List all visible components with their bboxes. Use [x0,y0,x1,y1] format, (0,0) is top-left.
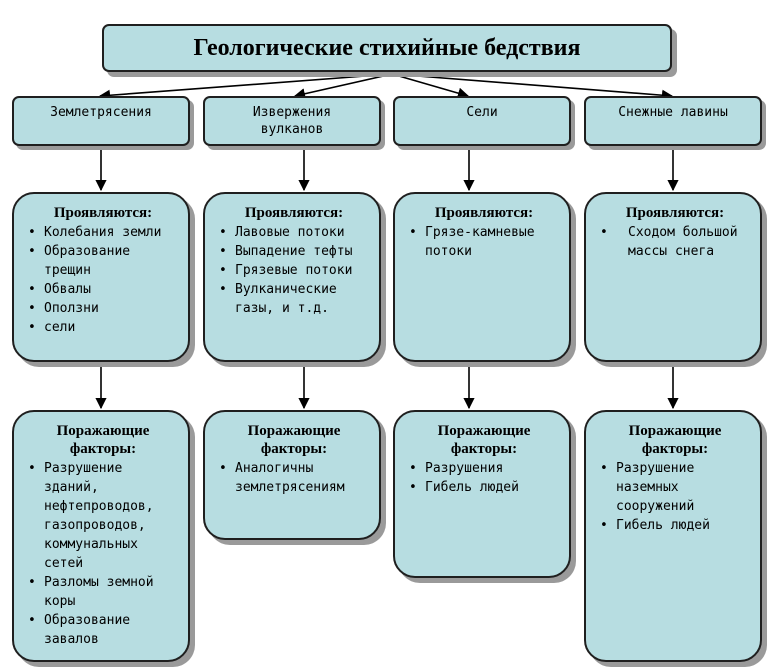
list-item: Разрушение зданий, нефтепроводов, газопр… [26,459,180,573]
factors-header: Поражающие факторы: [628,423,722,457]
manifest-panel-earthquakes: Проявляются: Колебания земли Образование… [12,192,190,362]
factors-header: Поражающие факторы: [56,423,150,457]
list-item: Разломы земной коры [26,573,180,611]
category-avalanches-label: Снежные лавины [618,105,728,120]
list-item: Разрушение наземных сооружений [598,459,752,516]
factors-list: Разрушение наземных сооружений Гибель лю… [598,459,752,535]
manifest-header: Проявляются: [625,205,725,221]
factors-list: Аналогичны землетрясениям [217,459,371,497]
category-earthquakes: Землетрясения [12,96,190,146]
manifest-panel-avalanches: Проявляются: Сходом большой массы снега [584,192,762,362]
arrow-title-to-mudflows [391,73,470,99]
manifest-list: Колебания земли Образование трещин Обвал… [26,223,180,337]
manifest-header: Проявляются: [53,205,153,221]
manifest-list: Лавовые потоки Выпадение тефты Грязевые … [217,223,371,318]
list-item: Оползни [26,299,180,318]
manifest-list: Сходом большой массы снега [598,223,752,261]
list-item: Грязе-камневые потоки [407,223,561,261]
category-mudflows-label: Сели [466,105,498,120]
list-item: Лавовые потоки [217,223,371,242]
category-volcanoes-label: Извержения вулканов [252,105,332,137]
list-item: сели [26,318,180,337]
list-item: Гибель людей [407,478,561,497]
diagram-title: Геологические стихийные бедствия [102,24,672,72]
list-item: Аналогичны землетрясениям [217,459,371,497]
arrow-title-to-volcanoes [293,73,393,100]
list-item: Сходом большой массы снега [598,223,752,261]
manifest-panel-volcanoes: Проявляются: Лавовые потоки Выпадение те… [203,192,381,362]
factors-header: Поражающие факторы: [437,423,531,457]
manifest-header: Проявляются: [244,205,344,221]
diagram-title-text: Геологические стихийные бедствия [193,34,581,61]
list-item: Гибель людей [598,516,752,535]
category-avalanches: Снежные лавины [584,96,762,146]
list-item: Выпадение тефты [217,242,371,261]
list-item: Грязевые потоки [217,261,371,280]
factors-header: Поражающие факторы: [247,423,341,457]
manifest-header: Проявляются: [434,205,534,221]
list-item: Обвалы [26,280,180,299]
factors-panel-volcanoes: Поражающие факторы: Аналогичны землетряс… [203,410,381,540]
category-mudflows: Сели [393,96,571,146]
factors-panel-mudflows: Поражающие факторы: Разрушения Гибель лю… [393,410,571,578]
factors-list: Разрушения Гибель людей [407,459,561,497]
factors-panel-earthquakes: Поражающие факторы: Разрушение зданий, н… [12,410,190,662]
list-item: Разрушения [407,459,561,478]
list-item: Образование трещин [26,242,180,280]
arrow-title-to-avalanches [391,73,674,101]
manifest-list: Грязе-камневые потоки [407,223,561,261]
category-volcanoes: Извержения вулканов [203,96,381,146]
factors-list: Разрушение зданий, нефтепроводов, газопр… [26,459,180,649]
manifest-panel-mudflows: Проявляются: Грязе-камневые потоки [393,192,571,362]
list-item: Образование завалов [26,611,180,649]
arrow-title-to-earthquakes [98,73,393,101]
list-item: Колебания земли [26,223,180,242]
list-item: Вулканические газы, и т.д. [217,280,371,318]
factors-panel-avalanches: Поражающие факторы: Разрушение наземных … [584,410,762,662]
category-earthquakes-label: Землетрясения [50,105,152,120]
